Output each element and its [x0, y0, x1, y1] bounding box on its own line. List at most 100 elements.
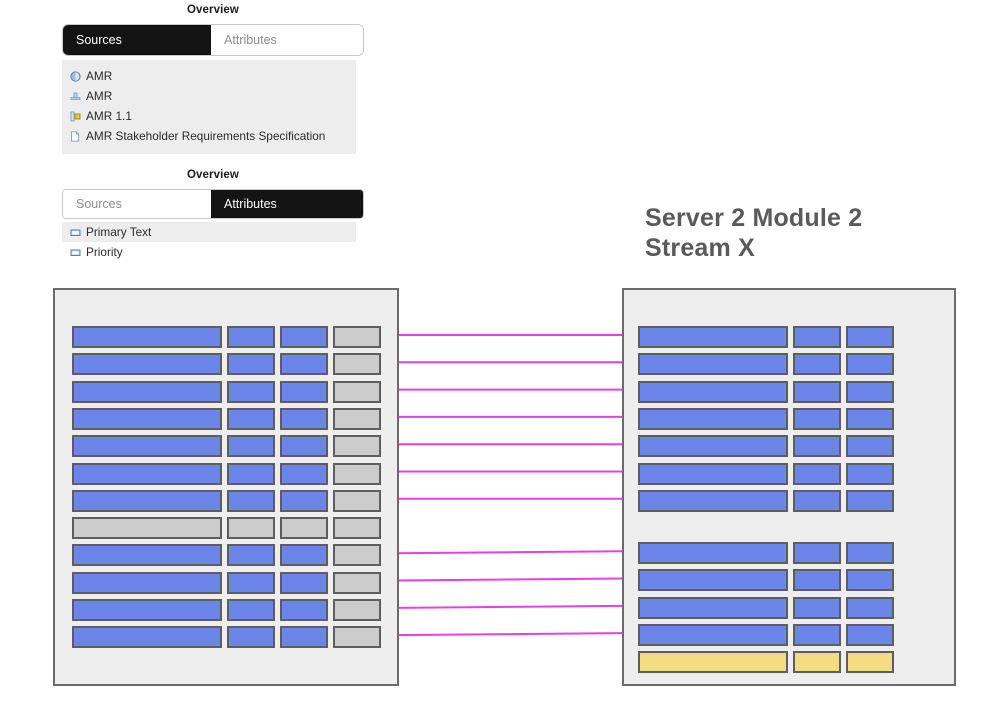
- table-cell[interactable]: [846, 596, 894, 619]
- table-row[interactable]: [72, 517, 386, 540]
- table-cell[interactable]: [638, 353, 788, 376]
- table-cell[interactable]: [793, 569, 841, 592]
- table-row[interactable]: [72, 599, 386, 621]
- table-cell[interactable]: [638, 542, 788, 565]
- table-cell[interactable]: [227, 353, 275, 376]
- table-cell[interactable]: [638, 326, 788, 348]
- table-cell[interactable]: [280, 462, 328, 485]
- table-cell[interactable]: [280, 544, 328, 567]
- tab-sources[interactable]: Sources: [63, 25, 211, 55]
- table-cell[interactable]: [638, 380, 788, 403]
- table-cell[interactable]: [227, 626, 275, 649]
- table-row[interactable]: [638, 435, 899, 458]
- list-item[interactable]: AMR: [62, 86, 356, 106]
- table-row[interactable]: [638, 462, 899, 485]
- table-cell[interactable]: [793, 462, 841, 485]
- table-cell[interactable]: [280, 489, 328, 512]
- list-item[interactable]: AMR Stakeholder Requirements Specificati…: [62, 126, 356, 146]
- table-cell[interactable]: [793, 489, 841, 512]
- table-cell[interactable]: [333, 407, 381, 430]
- table-cell[interactable]: [227, 326, 275, 348]
- table-cell[interactable]: [72, 571, 222, 594]
- table-cell[interactable]: [638, 462, 788, 485]
- table-cell[interactable]: [846, 326, 894, 348]
- table-cell[interactable]: [333, 544, 381, 567]
- overview-attributes-tabbar[interactable]: Sources Attributes: [62, 189, 364, 219]
- table-cell[interactable]: [846, 624, 894, 646]
- table-row[interactable]: [638, 489, 899, 512]
- table-row[interactable]: [72, 353, 386, 376]
- table-row[interactable]: [72, 571, 386, 594]
- table-cell[interactable]: [333, 489, 381, 512]
- table-cell[interactable]: [280, 599, 328, 621]
- table-row[interactable]: [72, 435, 386, 458]
- table-cell[interactable]: [280, 380, 328, 403]
- table-row[interactable]: [638, 326, 899, 348]
- table-row[interactable]: [638, 569, 899, 592]
- table-cell[interactable]: [227, 599, 275, 621]
- tab-sources[interactable]: Sources: [63, 190, 211, 218]
- table-cell[interactable]: [638, 651, 788, 674]
- table-cell[interactable]: [333, 326, 381, 348]
- table-cell[interactable]: [333, 517, 381, 540]
- table-row[interactable]: [72, 462, 386, 485]
- table-row[interactable]: [638, 624, 899, 646]
- table-row[interactable]: [72, 626, 386, 649]
- table-row[interactable]: [72, 544, 386, 567]
- table-row[interactable]: [72, 489, 386, 512]
- table-cell[interactable]: [793, 435, 841, 458]
- table-cell[interactable]: [227, 489, 275, 512]
- table-row[interactable]: [72, 380, 386, 403]
- table-cell[interactable]: [280, 435, 328, 458]
- table-row[interactable]: [72, 326, 386, 348]
- table-row[interactable]: [638, 596, 899, 619]
- table-cell[interactable]: [638, 624, 788, 646]
- table-cell[interactable]: [638, 407, 788, 430]
- table-cell[interactable]: [333, 353, 381, 376]
- table-cell[interactable]: [793, 651, 841, 674]
- table-cell[interactable]: [227, 462, 275, 485]
- table-cell[interactable]: [72, 489, 222, 512]
- tab-attributes[interactable]: Attributes: [211, 190, 363, 218]
- table-row[interactable]: [638, 542, 899, 565]
- table-cell[interactable]: [72, 599, 222, 621]
- table-cell[interactable]: [280, 353, 328, 376]
- table-cell[interactable]: [793, 407, 841, 430]
- table-cell[interactable]: [72, 326, 222, 348]
- table-cell[interactable]: [333, 380, 381, 403]
- table-row[interactable]: [72, 407, 386, 430]
- tab-attributes[interactable]: Attributes: [211, 25, 363, 55]
- table-cell[interactable]: [227, 544, 275, 567]
- table-cell[interactable]: [793, 326, 841, 348]
- table-cell[interactable]: [227, 407, 275, 430]
- table-cell[interactable]: [227, 380, 275, 403]
- table-cell[interactable]: [72, 626, 222, 649]
- table-cell[interactable]: [333, 599, 381, 621]
- table-cell[interactable]: [72, 517, 222, 540]
- table-cell[interactable]: [72, 435, 222, 458]
- table-cell[interactable]: [72, 380, 222, 403]
- table-cell[interactable]: [72, 462, 222, 485]
- table-cell[interactable]: [280, 626, 328, 649]
- table-cell[interactable]: [846, 462, 894, 485]
- table-cell[interactable]: [793, 596, 841, 619]
- table-cell[interactable]: [72, 407, 222, 430]
- table-cell[interactable]: [846, 651, 894, 674]
- table-cell[interactable]: [227, 517, 275, 540]
- table-cell[interactable]: [638, 489, 788, 512]
- table-cell[interactable]: [793, 353, 841, 376]
- table-row[interactable]: [638, 651, 899, 674]
- table-cell[interactable]: [280, 326, 328, 348]
- list-item[interactable]: Priority: [62, 242, 356, 262]
- table-cell[interactable]: [72, 353, 222, 376]
- table-cell[interactable]: [638, 596, 788, 619]
- table-row[interactable]: [638, 407, 899, 430]
- table-row[interactable]: [638, 353, 899, 376]
- table-cell[interactable]: [333, 571, 381, 594]
- table-cell[interactable]: [793, 624, 841, 646]
- table-cell[interactable]: [227, 435, 275, 458]
- table-cell[interactable]: [846, 407, 894, 430]
- table-cell[interactable]: [846, 489, 894, 512]
- list-item[interactable]: Primary Text: [62, 222, 356, 242]
- table-cell[interactable]: [280, 517, 328, 540]
